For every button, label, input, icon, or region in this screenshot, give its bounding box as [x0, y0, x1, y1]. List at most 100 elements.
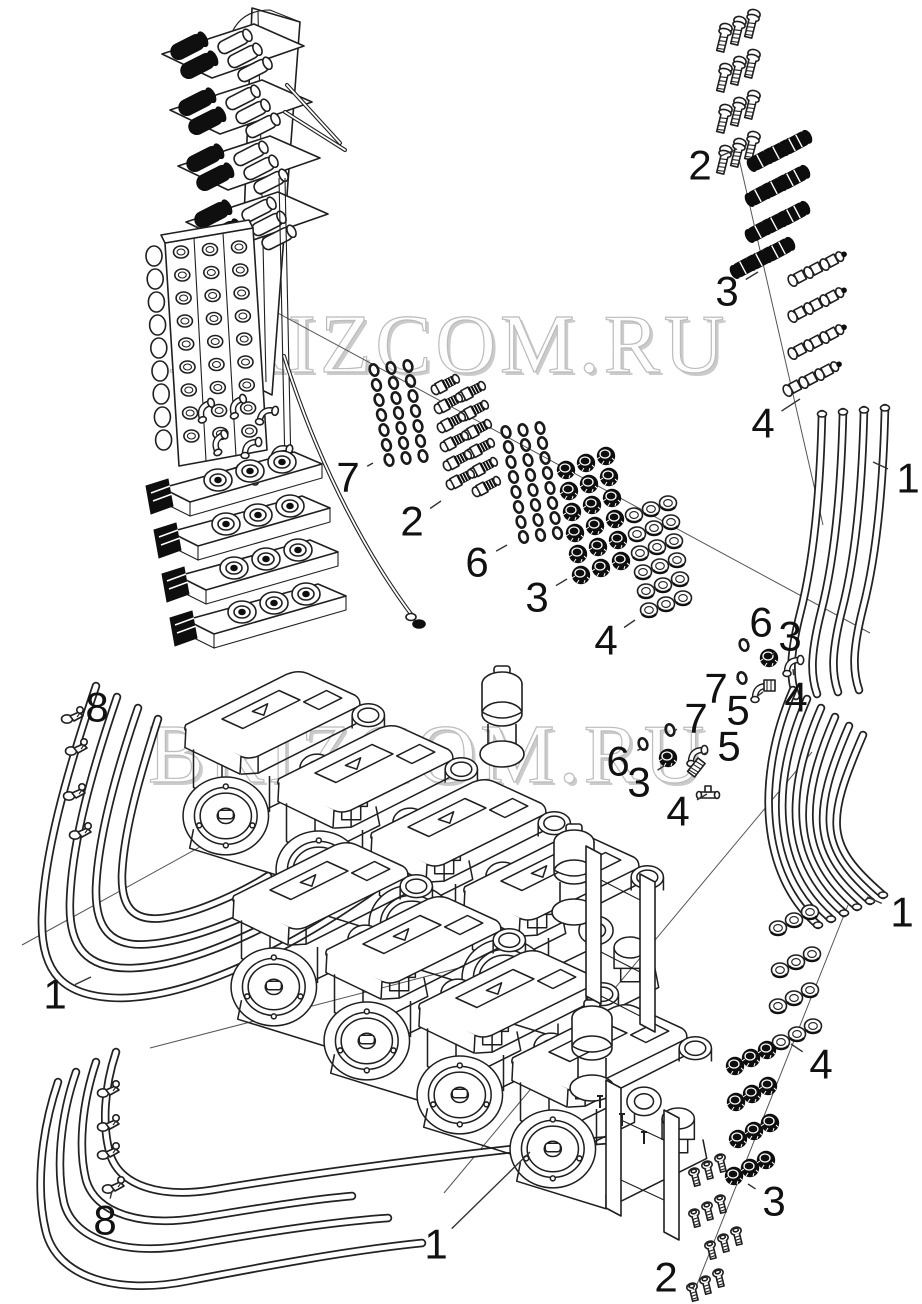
drain-tube-fitting: [405, 612, 426, 629]
part-oring: [540, 464, 555, 482]
part-oring: [413, 432, 428, 450]
callout-leader: [76, 717, 79, 720]
part-dnut: [596, 446, 616, 466]
engine-accessories: [479, 665, 680, 1241]
callout-5: 5: [726, 687, 749, 734]
part-port: [183, 429, 200, 443]
part-dnut: [742, 1084, 762, 1104]
part-port: [241, 424, 258, 438]
part-washer: [800, 981, 820, 999]
callout-leader: [555, 578, 568, 587]
callout-7: 7: [336, 454, 359, 501]
part-dnut: [602, 488, 622, 508]
part-oring: [535, 434, 550, 452]
callout-5: 5: [717, 723, 740, 770]
part-oring: [371, 391, 387, 409]
callout-4: 4: [784, 674, 807, 721]
part-dnut: [556, 460, 576, 480]
part-dnut: [758, 1076, 778, 1096]
part-port: [209, 380, 227, 395]
part-oring: [381, 451, 397, 469]
callout-3: 3: [525, 574, 548, 621]
construction-lines: [21, 149, 871, 1293]
part-scallop: [152, 383, 170, 405]
part-port: [172, 245, 190, 259]
part-oring: [736, 636, 752, 654]
callout-leader: [685, 1285, 695, 1290]
callout-8: 8: [85, 684, 108, 731]
part-dnut: [568, 544, 588, 564]
part-oring: [391, 404, 406, 422]
construction-line: [736, 149, 824, 526]
callout-leader: [657, 765, 665, 771]
part-oring: [408, 402, 423, 420]
solenoid-valve-bank-lower: [145, 450, 347, 649]
mounting-rack-2: [596, 1079, 680, 1241]
callout-1: 1: [424, 1221, 447, 1268]
part-oring: [513, 513, 529, 531]
callout-2: 2: [654, 1254, 677, 1301]
part-scallop: [145, 245, 163, 267]
part-oring: [547, 509, 563, 527]
hose-fitting: [60, 705, 84, 725]
callout-leader: [745, 638, 748, 642]
callout-leader: [637, 747, 643, 752]
callout-3: 3: [627, 759, 650, 806]
part-scallop: [146, 268, 164, 290]
part-dnut: [582, 495, 602, 515]
part-washer: [770, 961, 790, 979]
part-screwS: [700, 1159, 717, 1181]
callout-2: 2: [688, 142, 711, 189]
part-screwS: [713, 1193, 730, 1215]
callout-6: 6: [749, 599, 772, 646]
part-washer: [784, 911, 804, 929]
part-washer: [803, 1017, 823, 1035]
callout-2: 2: [400, 498, 423, 545]
part-scallop: [153, 406, 172, 428]
part-washer: [661, 513, 681, 531]
part-screwS: [687, 1166, 704, 1188]
callout-1: 1: [896, 455, 919, 502]
part-washer: [630, 544, 650, 562]
part-dnut: [579, 474, 599, 494]
part-washer: [768, 997, 788, 1015]
part-port: [179, 360, 196, 374]
part-screwS: [685, 1281, 702, 1303]
part-port: [238, 378, 256, 392]
callout-leader: [451, 1151, 531, 1230]
part-boltv: [713, 21, 734, 54]
solenoid-valve-bank-upper: [161, 23, 329, 253]
part-washer: [639, 601, 659, 619]
part-dnut: [591, 558, 611, 578]
part-dnut: [759, 648, 779, 668]
part-washer: [802, 945, 822, 963]
part-washer: [786, 953, 806, 971]
callout-1: 1: [43, 971, 66, 1018]
part-washer: [650, 557, 670, 575]
part-washer: [644, 519, 664, 537]
callout-leader: [495, 544, 508, 552]
part-washer: [656, 595, 676, 613]
part-port: [177, 337, 195, 351]
part-screwS: [716, 1232, 733, 1254]
part-dnut: [658, 748, 678, 768]
callout-6: 6: [606, 738, 629, 785]
part-port: [181, 406, 199, 420]
part-oring: [532, 419, 548, 437]
part-port: [175, 291, 192, 305]
callout-4: 4: [594, 617, 617, 664]
part-washer: [653, 576, 673, 594]
callout-leader: [745, 271, 759, 281]
callout-4: 4: [809, 1041, 832, 1088]
part-dnut: [562, 502, 582, 522]
part-lfit: [817, 283, 850, 309]
callout-leader: [771, 651, 776, 656]
part-dnut: [611, 551, 631, 571]
part-scallop: [150, 337, 168, 359]
part-screwS: [703, 1239, 720, 1261]
part-oring: [523, 466, 538, 484]
construction-line: [443, 751, 813, 1194]
part-dnut: [565, 523, 585, 543]
part-washer: [667, 551, 687, 569]
part-dnut: [760, 1113, 780, 1133]
